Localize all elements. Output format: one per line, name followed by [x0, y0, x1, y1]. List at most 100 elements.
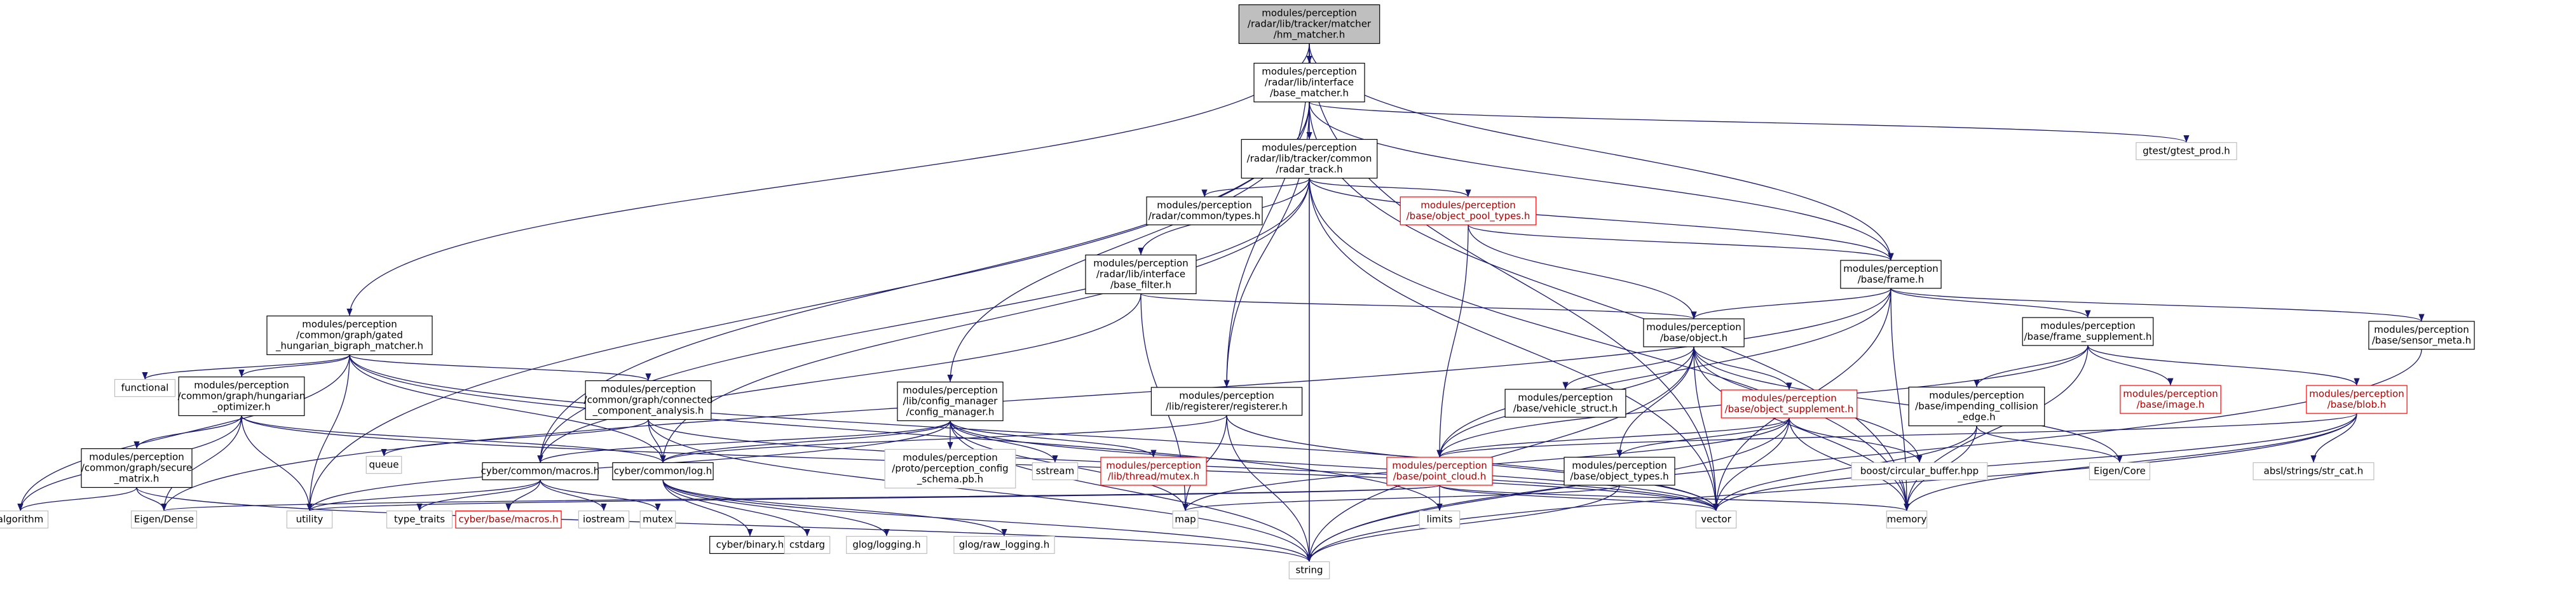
node-image[interactable]: modules/perception/base/image.h: [2120, 385, 2221, 414]
node-box: [1241, 138, 1378, 179]
edge-base-filter-to-macros: [537, 293, 1141, 463]
node-box: [953, 535, 1055, 554]
node-label-line: /lib/registerer/registerer.h: [1166, 401, 1288, 412]
node-secure-mat[interactable]: modules/perception/common/graph/secure_m…: [81, 448, 193, 488]
node-label-line: algorithm: [0, 514, 43, 525]
node-sensor-meta[interactable]: modules/perception/base/sensor_meta.h: [2368, 321, 2475, 350]
node-mutex-h[interactable]: modules/perception/lib/thread/mutex.h: [1100, 457, 1207, 486]
edge-frame-supp-to-image: [2087, 345, 2174, 386]
edge-frame-to-eigen-dense: [161, 288, 1891, 511]
node-label-line: /base/blob.h: [2327, 399, 2387, 410]
node-box: [784, 535, 831, 554]
node-label-line: modules/perception: [1392, 460, 1487, 471]
node-memory: memory: [1886, 510, 1928, 529]
edge-config-mgr-to-vector: [950, 420, 1719, 511]
edge-root-to-registerer: [1223, 43, 1310, 388]
edge-frame-supp-to-impending: [1973, 345, 2089, 387]
node-impending[interactable]: modules/perception/base/impending_collis…: [1908, 386, 2045, 427]
edge-hung-opt-to-secure-mat: [133, 415, 242, 449]
node-config-mgr[interactable]: modules/perception/lib/config_manager/co…: [897, 381, 1004, 422]
node-label-line: modules/perception: [1106, 460, 1201, 471]
node-box: [2306, 385, 2408, 414]
edge-config-mgr-to-macros: [537, 420, 951, 463]
edge-base-matcher-to-utility: [306, 102, 1310, 511]
edge-obj-supp-to-circ-buf: [1789, 417, 1923, 463]
edge-log-to-cstdarg: [662, 479, 810, 537]
node-vehicle[interactable]: modules/perception/base/vehicle_struct.h: [1504, 389, 1626, 418]
node-map: map: [1172, 510, 1199, 529]
node-base-filter[interactable]: modules/perception/radar/lib/interface/b…: [1085, 254, 1197, 295]
node-label-line: modules/perception: [1262, 66, 1356, 77]
node-label-line: /radar/lib/interface: [1096, 269, 1185, 280]
node-obj-supp[interactable]: modules/perception/base/object_supplemen…: [1721, 389, 1858, 419]
node-label-line: modules/perception: [1262, 8, 1356, 19]
node-label-line: modules/perception: [1646, 321, 1741, 333]
edge-obj-supp-to-string: [1306, 417, 1790, 562]
node-utility: utility: [286, 510, 333, 529]
node-label-line: /base/object_supplement.h: [1725, 403, 1854, 415]
node-gtest: gtest/gtest_prod.h: [2136, 142, 2237, 161]
edge-base-filter-to-object: [1140, 293, 1697, 319]
edge-gated-to-hung-opt: [238, 354, 350, 377]
edge-log-to-glog-raw: [662, 479, 1007, 537]
edge-registerer-to-log: [660, 415, 1227, 463]
node-registerer[interactable]: modules/perception/lib/registerer/regist…: [1150, 387, 1303, 416]
node-box: [2022, 317, 2154, 346]
edge-obj-supp-to-memory: [1789, 417, 1910, 511]
edge-root-to-gated: [346, 43, 1310, 316]
node-label-line: modules/perception: [601, 384, 695, 395]
node-cyber-macros[interactable]: cyber/base/macros.h: [455, 510, 562, 529]
node-frame-supp[interactable]: modules/perception/base/frame_supplement…: [2022, 317, 2154, 346]
node-label-line: Eigen/Core: [2094, 466, 2146, 477]
node-radar-track[interactable]: modules/perception/radar/lib/tracker/com…: [1241, 138, 1378, 179]
node-radar-types[interactable]: modules/perception/radar/common/types.h: [1146, 196, 1263, 225]
node-object-pool[interactable]: modules/perception/base/object_pool_type…: [1400, 196, 1537, 225]
node-box: [1695, 510, 1737, 529]
node-macros[interactable]: cyber/common/macros.h: [481, 462, 600, 481]
node-label-line: /common/graph/connected: [584, 394, 713, 406]
node-label-line: /base/image.h: [2137, 399, 2205, 410]
node-binary[interactable]: cyber/binary.h: [709, 535, 791, 554]
edge-obj-supp-to-object-types: [1616, 417, 1790, 458]
edge-object-to-string: [1306, 346, 1694, 562]
node-label-line: modules/perception: [1741, 392, 1836, 404]
node-box: [1288, 561, 1330, 580]
node-box: [2368, 321, 2475, 350]
node-object-types[interactable]: modules/perception/base/object_types.h: [1564, 457, 1675, 486]
edge-point-cloud-to-utility: [307, 485, 1440, 512]
node-gated[interactable]: modules/perception/common/graph/gated_hu…: [266, 315, 433, 356]
node-box: [578, 510, 630, 529]
edge-frame-to-point-cloud: [1436, 288, 1891, 458]
node-box: [1150, 387, 1303, 416]
node-label-line: modules/perception: [1179, 390, 1274, 401]
node-connected[interactable]: modules/perception/common/graph/connecte…: [584, 380, 713, 420]
edge-gated-to-vector: [349, 354, 1719, 511]
edge-connected-to-string: [648, 419, 1312, 562]
edge-blob-to-vector: [1713, 413, 2357, 511]
edge-object-to-object-types: [1616, 346, 1694, 458]
node-label-line: modules/perception: [2040, 320, 2135, 332]
node-label-line: cstdarg: [789, 539, 825, 551]
edge-point-cloud-to-vector: [1439, 485, 1719, 512]
node-log[interactable]: cyber/common/log.h: [612, 462, 714, 481]
edge-radar-track-to-frame: [1309, 178, 1894, 261]
node-label-line: vector: [1701, 514, 1731, 525]
node-object[interactable]: modules/perception/base/object.h: [1643, 318, 1745, 347]
node-box: [1908, 386, 2045, 427]
node-label-line: /radar/lib/tracker/matcher: [1248, 18, 1372, 30]
node-frame[interactable]: modules/perception/base/frame.h: [1840, 260, 1942, 289]
edge-connected-to-queue: [381, 419, 649, 457]
edge-registerer-to-string: [1226, 415, 1312, 562]
node-label-line: absl/strings/str_cat.h: [2264, 466, 2364, 478]
edge-object-pool-to-point-cloud: [1436, 224, 1469, 458]
node-hung-opt[interactable]: modules/perception/common/graph/hungaria…: [178, 376, 306, 417]
node-base-matcher[interactable]: modules/perception/radar/lib/interface/b…: [1253, 62, 1365, 103]
edge-secure-mat-to-string: [136, 487, 1312, 562]
node-box: [1851, 462, 1988, 481]
edge-frame-supp-to-blob: [2087, 345, 2360, 386]
node-blob[interactable]: modules/perception/base/blob.h: [2306, 385, 2408, 414]
edge-base-matcher-to-frame: [1309, 102, 1894, 261]
node-proto-cfg: modules/perception/proto/perception_conf…: [884, 448, 1016, 489]
edge-config-mgr-to-sstream: [950, 420, 1058, 463]
node-point-cloud[interactable]: modules/perception/base/point_cloud.h: [1386, 457, 1493, 486]
